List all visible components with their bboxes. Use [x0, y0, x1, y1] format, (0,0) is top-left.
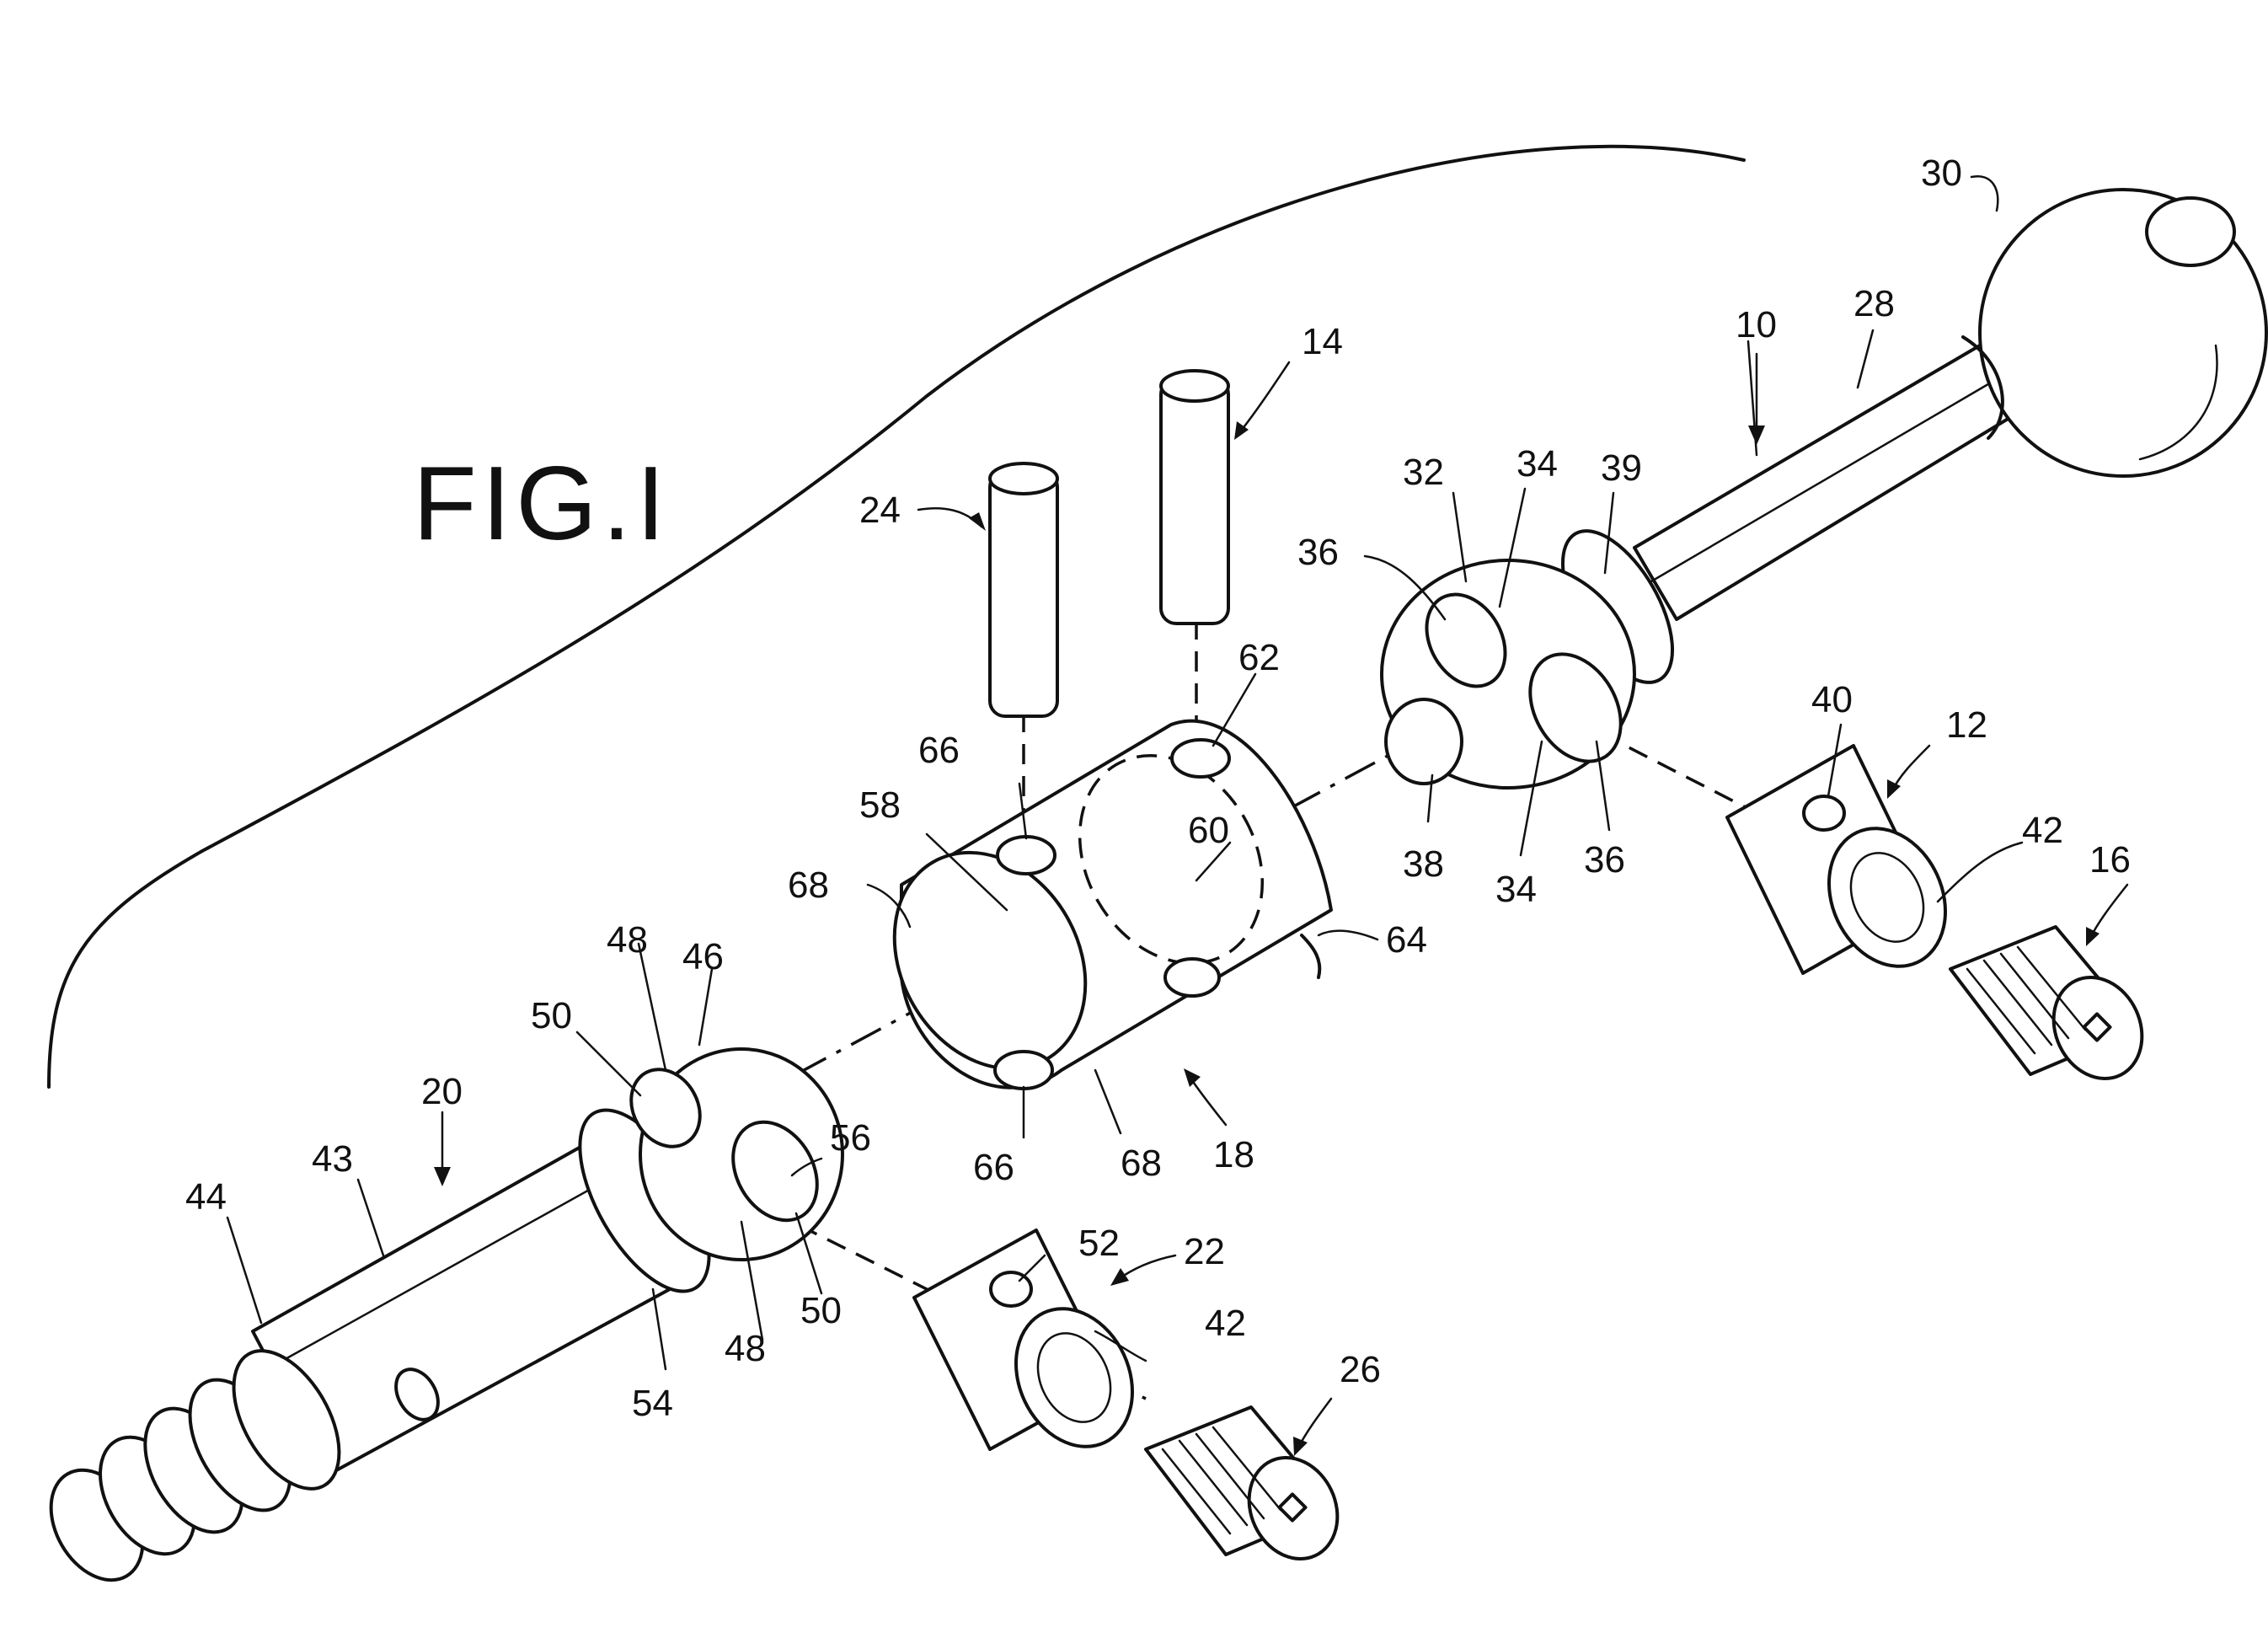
ball-head-bore	[2145, 196, 2236, 267]
arrow-10-head	[1748, 426, 1765, 445]
arrow-14	[1237, 361, 1291, 436]
housing-hole-66-top	[996, 835, 1056, 875]
screw-26-socket-icon	[1277, 1492, 1308, 1523]
pin-14	[1159, 369, 1230, 625]
lower-thread	[49, 1349, 341, 1582]
lower-shaft-highlight	[281, 1174, 617, 1362]
label-16: 16	[2089, 839, 2131, 881]
upper-cap	[1725, 744, 1947, 975]
label-28: 28	[1853, 283, 1895, 324]
label-22: 22	[1184, 1231, 1225, 1272]
upper-ball-shaft	[1380, 188, 2268, 790]
arrow-18-head	[1184, 1068, 1201, 1087]
arrow-12-head	[1887, 779, 1901, 799]
label-54: 54	[632, 1383, 673, 1424]
arrow-20-head	[434, 1167, 451, 1186]
ball-neck	[1961, 335, 2004, 440]
label-38: 38	[1403, 843, 1444, 885]
label-14: 14	[1302, 321, 1343, 362]
arrow-22-head	[1110, 1268, 1129, 1286]
label-34a: 34	[1516, 443, 1558, 484]
set-screw-16	[1949, 925, 2144, 1081]
label-20: 20	[421, 1071, 463, 1112]
pin-24-top	[988, 462, 1059, 495]
label-48a: 48	[607, 919, 648, 961]
label-44: 44	[185, 1176, 227, 1218]
screw-26-end	[1247, 1455, 1340, 1561]
housing-hole-60	[1163, 957, 1221, 998]
pin-14-body	[1159, 377, 1230, 625]
housing-hole-62	[1170, 738, 1231, 779]
label-68b: 68	[1121, 1143, 1162, 1184]
reference-numerals: 30 28 10 14 24 32 34 39 36 62 40 12 66 5…	[185, 153, 2131, 1424]
housing-hole-66-bottom	[993, 1050, 1054, 1090]
housing-inner-bore	[1078, 754, 1265, 965]
label-26: 26	[1340, 1349, 1381, 1390]
reference-arrows	[434, 352, 2129, 1456]
lower-shaft-hole	[394, 1368, 440, 1421]
upper-ball-slot-34	[1528, 652, 1623, 763]
label-66a: 66	[918, 730, 960, 771]
pin-14-top	[1159, 369, 1230, 403]
leader-lines	[226, 174, 2024, 1371]
label-50b: 50	[800, 1290, 842, 1331]
label-39: 39	[1601, 447, 1642, 489]
upper-ball-slot-36	[1425, 592, 1507, 688]
upper-cap-hole-40	[1802, 795, 1846, 832]
outline-curve	[47, 144, 1746, 1089]
label-43: 43	[312, 1138, 353, 1180]
upper-cap-thread-42	[1849, 852, 1925, 943]
label-10: 10	[1736, 304, 1777, 345]
label-34b: 34	[1495, 869, 1537, 910]
label-66b: 66	[973, 1147, 1014, 1188]
label-12: 12	[1946, 704, 1987, 746]
lower-cap	[912, 1228, 1134, 1451]
label-36b: 36	[1584, 839, 1625, 881]
label-50a: 50	[531, 995, 572, 1036]
lower-ball-slot-48	[629, 1068, 702, 1148]
lower-ball-slot-56	[731, 1120, 819, 1223]
housing-notch-64	[1300, 934, 1322, 979]
label-18: 18	[1213, 1134, 1254, 1175]
arrow-16	[2088, 883, 2129, 941]
arrow-14-head	[1234, 421, 1249, 440]
label-36a: 36	[1297, 532, 1339, 573]
label-30: 30	[1921, 153, 1962, 194]
ball-shading	[2138, 344, 2218, 461]
upper-shaft-body	[1633, 344, 2019, 621]
pin-24	[988, 462, 1059, 718]
upper-ball-tip	[1384, 698, 1463, 785]
label-68a: 68	[788, 864, 829, 906]
screw-16-socket-icon	[2082, 1012, 2112, 1042]
label-32: 32	[1403, 452, 1444, 493]
label-46: 46	[682, 936, 724, 977]
label-42a: 42	[2022, 810, 2063, 851]
label-42b: 42	[1205, 1303, 1246, 1344]
label-48b: 48	[725, 1328, 766, 1369]
label-56: 56	[830, 1117, 871, 1159]
arrow-16-head	[2086, 927, 2100, 946]
arrow-24-head	[969, 512, 986, 531]
upper-shaft-highlight	[1650, 377, 1998, 583]
figure-title: FIG.I	[413, 446, 671, 562]
label-58: 58	[859, 784, 901, 826]
lower-shaft	[49, 1047, 844, 1582]
screw-16-end	[2051, 975, 2144, 1081]
label-52: 52	[1078, 1223, 1120, 1264]
label-64: 64	[1386, 919, 1427, 961]
lower-cap-hole-52	[989, 1271, 1033, 1308]
arrow-26-head	[1293, 1437, 1308, 1456]
pin-24-body	[988, 470, 1059, 718]
label-60: 60	[1188, 810, 1229, 851]
central-housing	[892, 719, 1333, 1090]
label-62: 62	[1238, 637, 1280, 678]
lower-cap-thread-42	[1036, 1332, 1112, 1423]
label-40: 40	[1811, 679, 1853, 720]
label-24: 24	[859, 490, 901, 531]
set-screw-26	[1144, 1405, 1340, 1561]
